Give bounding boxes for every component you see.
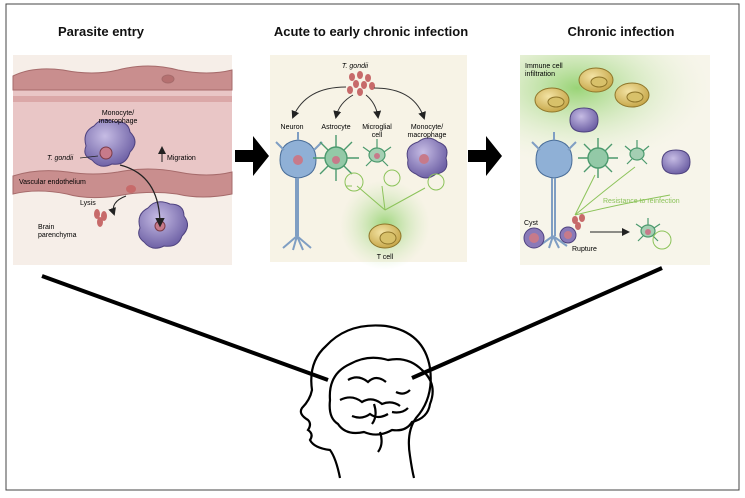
acute-monocyte-cell xyxy=(406,137,448,179)
cyst xyxy=(523,226,577,249)
label-lysis: Lysis xyxy=(80,200,96,207)
acute-panel: T. gondii Neuron Astrocyte Microglial ce… xyxy=(270,55,467,270)
label-resistance: Resistance to reinfection xyxy=(603,198,680,205)
label-neuron: Neuron xyxy=(281,124,304,131)
label-rupture: Rupture xyxy=(572,246,597,253)
chronic-panel: Immune cell infiltration Resistance to r… xyxy=(520,55,710,265)
immune-cells xyxy=(534,67,691,175)
endothelium-bottom xyxy=(12,168,233,199)
label-macrophage: macrophage xyxy=(99,118,138,125)
astrocyte-cell xyxy=(313,135,359,181)
label-migration: Migration xyxy=(167,155,196,162)
chronic-microglia xyxy=(624,140,650,165)
tgondii-cluster xyxy=(347,71,375,96)
label-vascular: Vascular endothelium xyxy=(19,179,86,186)
label-infiltration: infiltration xyxy=(525,71,555,78)
chronic-neuron xyxy=(531,132,577,249)
head-brain-icon xyxy=(299,324,434,479)
label-cell: cell xyxy=(372,132,383,139)
title-chronic-infection: Chronic infection xyxy=(567,24,675,39)
monocyte-cell xyxy=(84,119,136,167)
connector-right xyxy=(411,266,663,380)
label-microglial: Microglial xyxy=(362,124,392,131)
connector-left xyxy=(41,274,329,382)
endothelium-top xyxy=(12,65,233,91)
label-tcell: T cell xyxy=(377,254,394,261)
label-monocyte: Monocyte/ xyxy=(102,110,134,117)
arrow-right-2 xyxy=(468,136,502,176)
label-cyst: Cyst xyxy=(524,220,538,227)
microglia-cell xyxy=(362,139,392,167)
t-cell xyxy=(368,223,402,249)
label-tgondii-entry: T. gondii xyxy=(47,155,74,162)
neuron-cell xyxy=(275,132,323,251)
reinfected-microglia xyxy=(635,218,661,242)
label-acute-monocyte: Monocyte/ xyxy=(411,124,443,131)
label-acute-macrophage: macrophage xyxy=(408,132,447,139)
chronic-astrocyte xyxy=(578,138,618,178)
arrow-right-1 xyxy=(235,136,269,176)
label-tgondii-acute: T. gondii xyxy=(342,63,369,70)
title-parasite-entry: Parasite entry xyxy=(58,24,144,39)
label-immune: Immune cell xyxy=(525,63,563,70)
entry-panel: Monocyte/ macrophage T. gondii Migration… xyxy=(12,55,233,265)
label-parenchyma: parenchyma xyxy=(38,232,77,239)
label-astrocyte: Astrocyte xyxy=(321,124,350,131)
label-brain: Brain xyxy=(38,224,54,231)
title-acute-infection: Acute to early chronic infection xyxy=(273,24,469,39)
